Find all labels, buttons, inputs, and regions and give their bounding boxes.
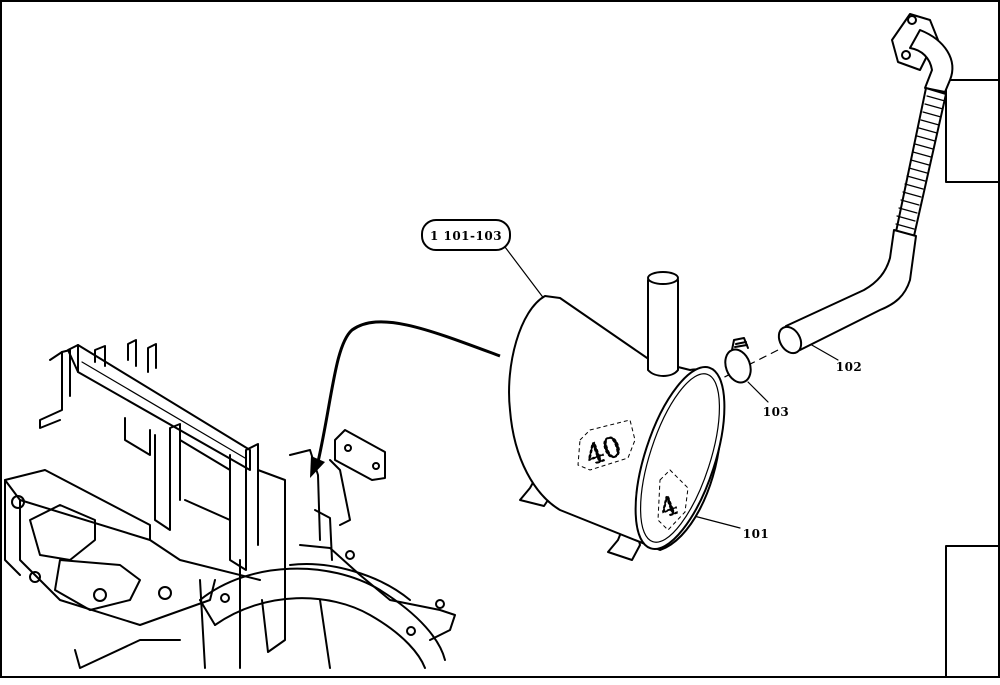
assembly-arrow bbox=[310, 320, 501, 478]
machine-frame-icon bbox=[4, 339, 456, 669]
callout-group-label: 1 101-103 bbox=[430, 229, 502, 243]
exhaust-pipe-icon bbox=[777, 13, 954, 355]
part-number-103: 103 bbox=[763, 405, 790, 419]
pipe-clamp-icon bbox=[724, 337, 752, 384]
part-number-101: 101 bbox=[743, 527, 770, 541]
callout-group-badge: 1 101-103 bbox=[421, 219, 511, 251]
part-number-102: 102 bbox=[836, 360, 863, 374]
muffler-icon: 40 4 bbox=[508, 271, 726, 561]
